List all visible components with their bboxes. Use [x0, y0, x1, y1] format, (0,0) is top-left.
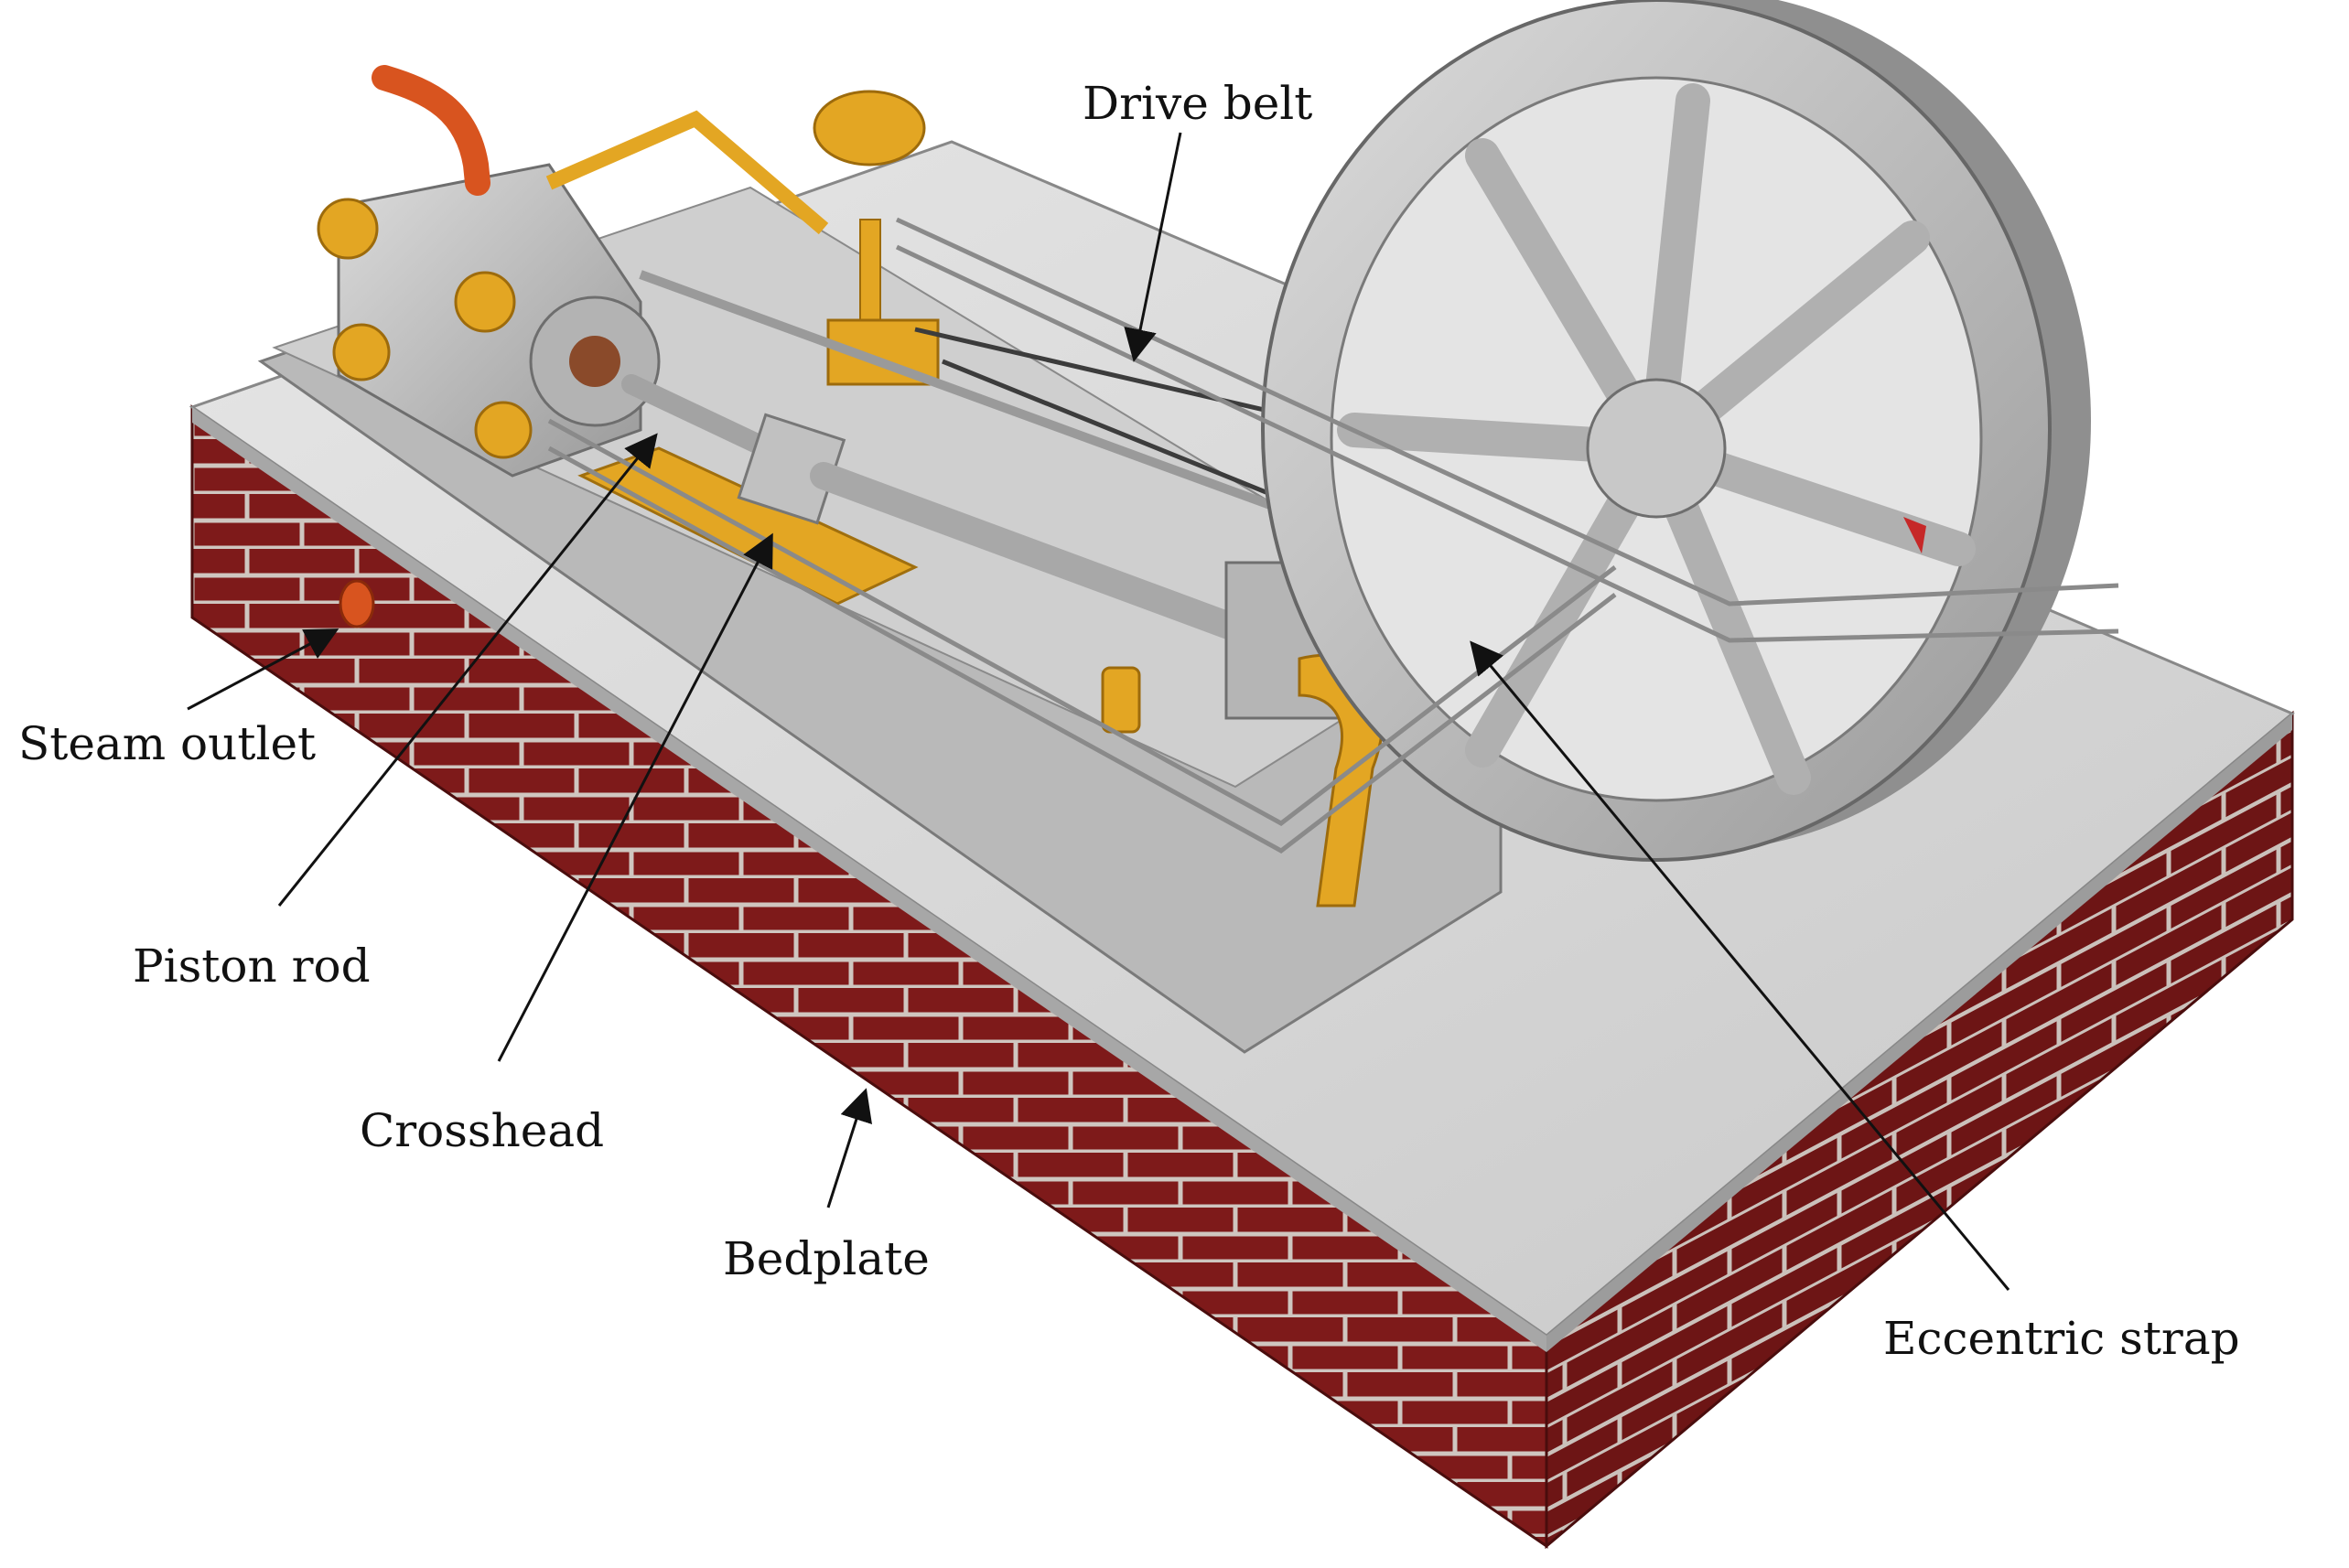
- label-steam-outlet: Steam outlet: [18, 717, 316, 770]
- governor-head: [813, 90, 926, 166]
- callout-steam-outlet: Steam outlet: [18, 628, 339, 770]
- callout-drive-belt: Drive belt: [1083, 77, 1312, 362]
- top-plate-edge: [192, 407, 1546, 1352]
- label-piston-rod: Piston rod: [133, 940, 371, 993]
- flywheel-marker: [1903, 517, 1926, 553]
- guard-rail: [547, 217, 2119, 854]
- valve-gear-linkage: [545, 110, 829, 235]
- callout-bedplate: Bedplate: [723, 1088, 930, 1285]
- label-eccentric-strap: Eccentric strap: [1883, 1312, 2240, 1365]
- callout-eccentric-strap: Eccentric strap: [1470, 640, 2240, 1365]
- cylinder-bolt-flange: [317, 198, 379, 260]
- callout-piston-rod: Piston rod: [133, 433, 658, 993]
- label-bedplate: Bedplate: [723, 1232, 930, 1285]
- label-crosshead: Crosshead: [360, 1104, 604, 1157]
- top-plate-edge-right: [1546, 714, 2292, 1352]
- label-drive-belt: Drive belt: [1083, 77, 1312, 130]
- flywheel-hub: [1586, 378, 1727, 519]
- lubricator: [1101, 666, 1141, 734]
- callout-crosshead: Crosshead: [360, 532, 773, 1157]
- flywheel: [1261, 0, 2091, 862]
- steam-outlet-stub: [339, 579, 375, 628]
- governor-column: [859, 219, 881, 330]
- steam-inlet-pipe: [372, 65, 490, 196]
